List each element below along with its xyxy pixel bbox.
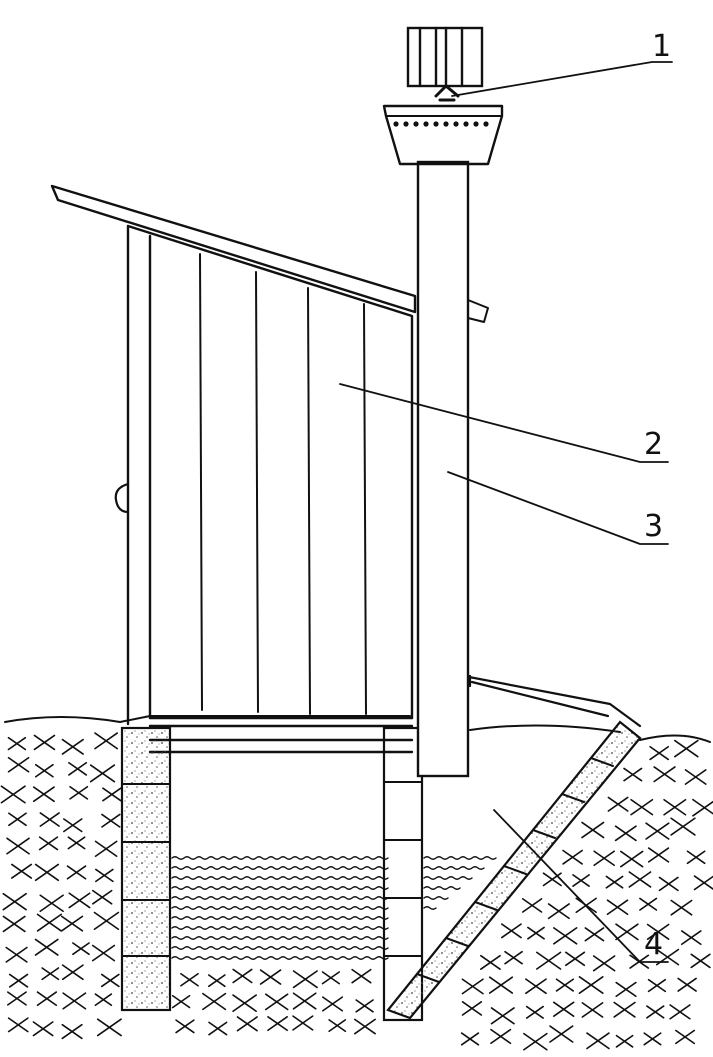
soil-hatching-bottom xyxy=(171,968,376,1036)
callout-1: 1 xyxy=(652,29,671,64)
callout-4: 4 xyxy=(644,927,663,962)
leader-line-1 xyxy=(451,61,673,97)
cover-slab xyxy=(420,666,642,728)
ground-surface xyxy=(4,715,711,743)
leader-line-4 xyxy=(493,809,669,963)
leader-line-3 xyxy=(447,471,669,545)
wind-turbine xyxy=(406,26,484,102)
roof-edge-right xyxy=(467,299,489,323)
brick-pillar-right xyxy=(382,726,424,1022)
leader-line-2 xyxy=(339,383,669,463)
cabin-wall xyxy=(114,224,414,728)
callout-3: 3 xyxy=(644,509,663,544)
cesspit-liquid xyxy=(171,856,497,960)
roof xyxy=(50,184,417,314)
sloped-brick-wall xyxy=(386,720,642,1020)
brick-pillar-left xyxy=(120,726,172,1012)
floor-beam xyxy=(148,738,414,754)
soil-hatching-left xyxy=(0,732,122,1040)
deflector-cap xyxy=(382,104,504,166)
vent-pipe xyxy=(416,160,470,778)
soil-hatching-right xyxy=(460,739,713,1051)
callout-2: 2 xyxy=(644,427,663,462)
